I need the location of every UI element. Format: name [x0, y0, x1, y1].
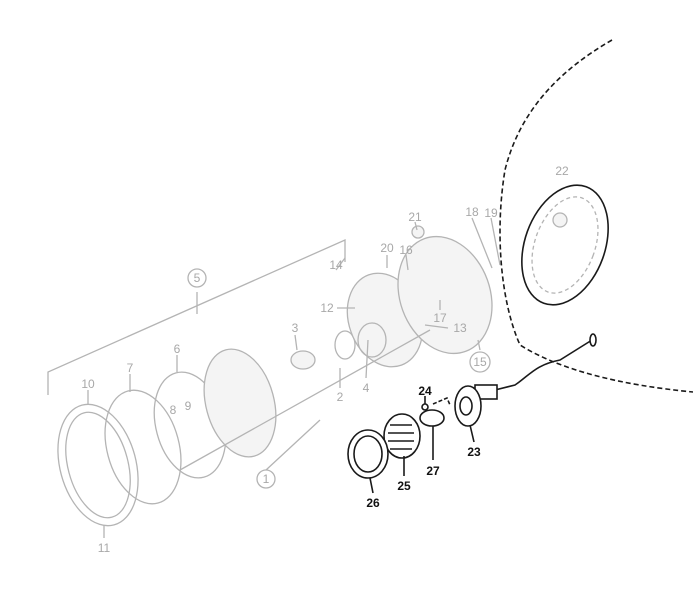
label-5: 5: [194, 271, 201, 285]
bracket-5: [47, 238, 346, 395]
label-10: 10: [81, 377, 95, 391]
lens-25: [383, 413, 421, 459]
label-9: 9: [185, 399, 192, 413]
label-24: 24: [418, 384, 432, 398]
label-6: 6: [174, 342, 181, 356]
label-3: 3: [292, 321, 299, 335]
label-19: 19: [484, 206, 498, 220]
bezel-26: [347, 429, 389, 479]
label-7: 7: [127, 361, 134, 375]
label-20: 20: [380, 241, 394, 255]
label-23: 23: [467, 445, 481, 459]
label-26: 26: [366, 496, 380, 510]
socket-23: [454, 384, 498, 427]
label-25: 25: [397, 479, 411, 493]
rim-10: [57, 403, 139, 527]
label-15: 15: [473, 355, 487, 369]
ring-7: [104, 389, 182, 505]
label-16: 16: [399, 243, 413, 257]
label-4: 4: [363, 381, 370, 395]
bulb-3: [290, 350, 316, 370]
label-11: 11: [98, 541, 111, 555]
label-1: 1: [263, 472, 270, 486]
label-27: 27: [426, 464, 440, 478]
mounting-ring-22: [521, 184, 609, 306]
label-18: 18: [465, 205, 479, 219]
label-21: 21: [408, 210, 422, 224]
cable-23: [494, 333, 597, 391]
label-14: 14: [329, 258, 343, 272]
label-22: 22: [555, 164, 569, 178]
label-12: 12: [320, 301, 334, 315]
housing-15: [397, 235, 493, 355]
lamp-unit-1: [203, 348, 277, 458]
bulb-27: [419, 409, 445, 427]
label-8: 8: [170, 403, 177, 417]
label-13: 13: [453, 321, 467, 335]
body-panel-outline: [499, 39, 693, 393]
label-2: 2: [337, 390, 344, 404]
screw-24: [421, 403, 429, 411]
leader-lines: [87, 217, 501, 538]
label-17: 17: [433, 311, 447, 325]
